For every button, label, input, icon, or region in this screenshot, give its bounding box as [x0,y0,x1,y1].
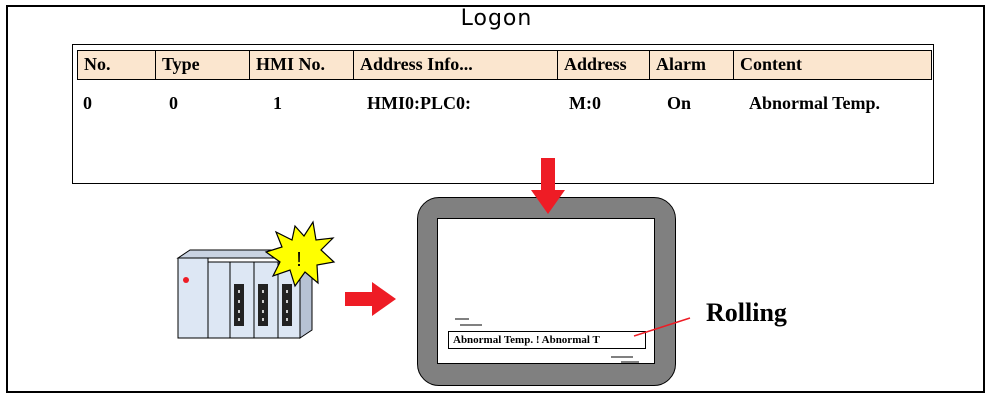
hmi-panel: Abnormal Temp. ! Abnormal T [417,197,676,386]
diagram-title: Logon [460,6,533,31]
table-header-row: No. Type HMI No. Address Info... Address… [73,50,935,82]
rolling-label: Rolling [706,298,787,327]
cell-content: Abnormal Temp. [749,93,881,113]
cell-address-info: HMI0:PLC0: [367,93,471,113]
cell-hmi-no: 1 [273,93,282,113]
col-header-type: Type [155,50,251,80]
alarm-table: No. Type HMI No. Address Info... Address… [72,44,934,184]
col-header-address: Address [557,50,651,80]
col-header-alarm: Alarm [649,50,735,80]
callout-line [633,317,691,337]
cell-alarm: On [667,93,692,113]
hmi-screen: Abnormal Temp. ! Abnormal T [437,218,655,364]
alert-burst-icon [264,220,336,288]
cell-no: 0 [83,93,92,113]
col-header-address-info: Address Info... [353,50,559,80]
col-header-no: No. [77,50,157,80]
arrow-right-icon [345,282,396,316]
alarm-scroll-bar: Abnormal Temp. ! Abnormal T [448,331,646,349]
col-header-hmi-no: HMI No. [249,50,355,80]
cell-address: M:0 [569,93,601,113]
plc-status-led [183,277,189,283]
scrolling-alarm-text: Abnormal Temp. ! Abnormal T [453,334,600,346]
arrow-down-icon [531,158,565,214]
cell-type: 0 [169,93,178,113]
col-header-content: Content [733,50,932,80]
alert-symbol: ! [296,249,302,271]
